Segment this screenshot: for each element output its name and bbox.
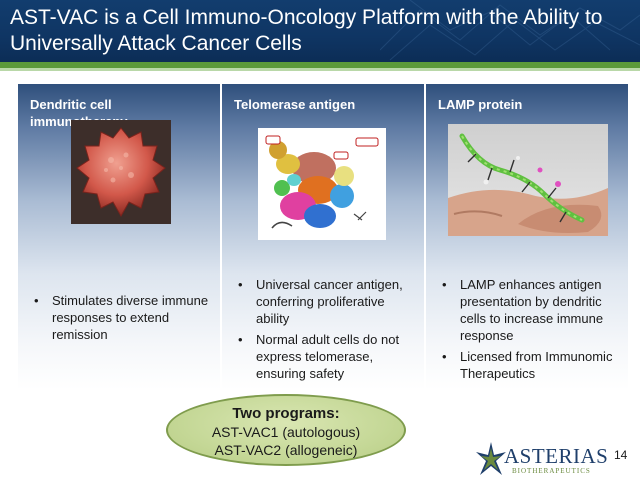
title-bar: AST-VAC is a Cell Immuno-Oncology Platfo… (0, 0, 640, 62)
bullet-item: Normal adult cells do not express telome… (234, 331, 419, 382)
panel-dendritic-cell: Dendritic cell immunotherapy Stimulat (18, 84, 220, 390)
dendritic-cell-image (71, 120, 171, 224)
panel-lamp: LAMP protein LAMP enhances antigen prese… (426, 84, 628, 390)
lamp-protein-image (448, 124, 608, 236)
bullet-list: LAMP enhances antigen presentation by de… (438, 276, 623, 386)
asterias-logo: ASTERIAS BIOTHERAPEUTICS (474, 440, 609, 478)
bullet-item: LAMP enhances antigen presentation by de… (438, 276, 623, 344)
logo-name: ASTERIAS (504, 444, 609, 468)
slide-title: AST-VAC is a Cell Immuno-Oncology Platfo… (10, 6, 603, 55)
bullet-item: Universal cancer antigen, conferring pro… (234, 276, 419, 327)
panel-title: Telomerase antigen (234, 97, 356, 112)
callout-line-1: AST-VAC1 (autologous) (211, 424, 361, 440)
callout-line-2: AST-VAC2 (allogeneic) (214, 442, 358, 458)
logo-subtitle: BIOTHERAPEUTICS (512, 467, 591, 475)
bullet-list: Universal cancer antigen, conferring pro… (234, 276, 419, 386)
light-green-divider (0, 68, 640, 71)
panel-telomerase: Telomerase antigen Universal c (222, 84, 424, 390)
programs-callout: Two programs: AST-VAC1 (autologous) AST-… (166, 394, 406, 466)
telomerase-structure-image (258, 128, 386, 240)
panel-title: LAMP protein (438, 97, 523, 112)
star-logo-icon (476, 442, 506, 475)
header-pattern (380, 0, 640, 61)
bullet-item: Stimulates diverse immune responses to e… (30, 292, 215, 343)
callout-heading: Two programs: (232, 405, 340, 422)
bullet-list: Stimulates diverse immune responses to e… (30, 292, 215, 347)
green-divider (0, 62, 640, 68)
bullet-item: Licensed from Immunomic Therapeutics (438, 348, 623, 382)
page-number: 14 (614, 448, 628, 462)
